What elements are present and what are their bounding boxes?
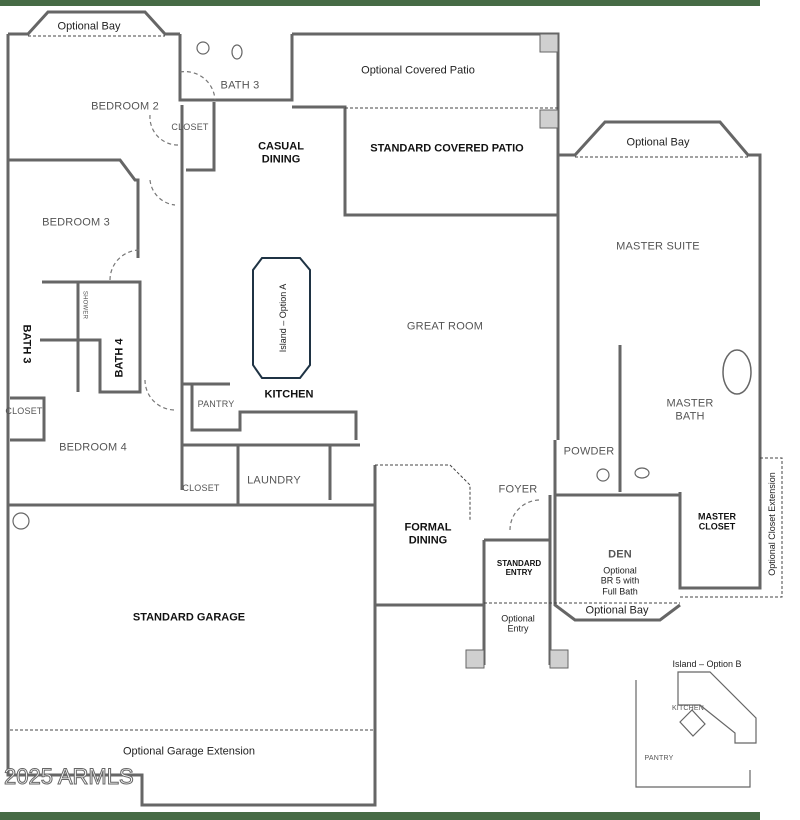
master-closet-line2: CLOSET	[698, 522, 736, 532]
label-island-option-a: Island – Option A	[277, 283, 288, 353]
den-note-line2: BR 5 with	[600, 575, 640, 586]
label-laundry: LAUNDRY	[247, 474, 301, 487]
casual-dining-line1: CASUAL	[258, 140, 304, 153]
label-formal-dining: FORMAL DINING	[404, 521, 451, 546]
label-den-note: Optional BR 5 with Full Bath	[601, 565, 640, 596]
label-bath3-top: BATH 3	[220, 79, 260, 92]
bottom-frame-bar	[0, 812, 760, 820]
label-great-room: GREAT ROOM	[406, 320, 484, 333]
formal-dining-line1: FORMAL	[404, 521, 452, 534]
label-den: DEN	[608, 548, 632, 561]
label-powder: POWDER	[563, 445, 615, 458]
label-closet-bedroom4: CLOSET	[5, 405, 43, 416]
label-optional-bay-bedroom2: Optional Bay	[57, 20, 121, 33]
label-optional-bay-den: Optional Bay	[585, 604, 649, 617]
optional-entry-line2: Entry	[507, 624, 529, 634]
standard-entry-line2: ENTRY	[505, 568, 533, 577]
top-frame-bar	[0, 0, 760, 6]
label-bedroom4: BEDROOM 4	[59, 441, 127, 454]
label-standard-covered-patio: STANDARD COVERED PATIO	[370, 142, 524, 155]
formal-dining-line2: DINING	[408, 534, 448, 546]
casual-dining-line2: DINING	[261, 153, 301, 165]
den-note-line3: Full Bath	[602, 586, 638, 597]
label-master-bath: MASTER BATH	[666, 397, 713, 422]
inset-kitchen-label: KITCHEN	[671, 704, 705, 712]
label-closet-bedroom2: CLOSET	[171, 121, 209, 132]
master-bath-line1: MASTER	[666, 397, 714, 410]
label-casual-dining: CASUAL DINING	[258, 140, 304, 165]
label-optional-covered-patio: Optional Covered Patio	[361, 64, 475, 77]
optional-entry-line1: Optional	[501, 613, 535, 624]
label-pantry: PANTRY	[197, 398, 235, 409]
master-closet-line1: MASTER	[698, 511, 736, 522]
master-bath-line2: BATH	[675, 410, 705, 422]
label-kitchen: KITCHEN	[264, 388, 314, 401]
island-option-a-outline	[252, 257, 311, 379]
label-bedroom2: BEDROOM 2	[91, 100, 159, 113]
label-bath3-side: BATH 3	[20, 324, 33, 364]
label-bedroom3: BEDROOM 3	[42, 216, 110, 229]
label-master-suite: MASTER SUITE	[616, 240, 700, 253]
inset-island-option-b	[635, 671, 757, 788]
label-optional-garage-extension: Optional Garage Extension	[122, 745, 256, 758]
watermark: 2025 ARMLS	[4, 764, 135, 790]
label-optional-bay-master: Optional Bay	[626, 136, 690, 149]
label-bath4: BATH 4	[113, 338, 126, 378]
inset-title: Island – Option B	[672, 658, 742, 669]
label-standard-garage: STANDARD GARAGE	[132, 611, 246, 624]
standard-entry-line1: STANDARD	[496, 558, 542, 568]
label-master-closet: MASTER CLOSET	[698, 512, 736, 533]
label-standard-entry: STANDARD ENTRY	[497, 559, 541, 577]
inset-pantry-label: PANTRY	[644, 754, 674, 762]
label-closet-hall: CLOSET	[182, 482, 220, 493]
label-optional-closet-extension: Optional Closet Extension	[766, 472, 777, 576]
label-foyer: FOYER	[498, 483, 538, 496]
label-shower: SHOWER	[81, 290, 88, 320]
label-optional-entry: Optional Entry	[501, 614, 535, 635]
den-note-line1: Optional	[603, 565, 637, 576]
